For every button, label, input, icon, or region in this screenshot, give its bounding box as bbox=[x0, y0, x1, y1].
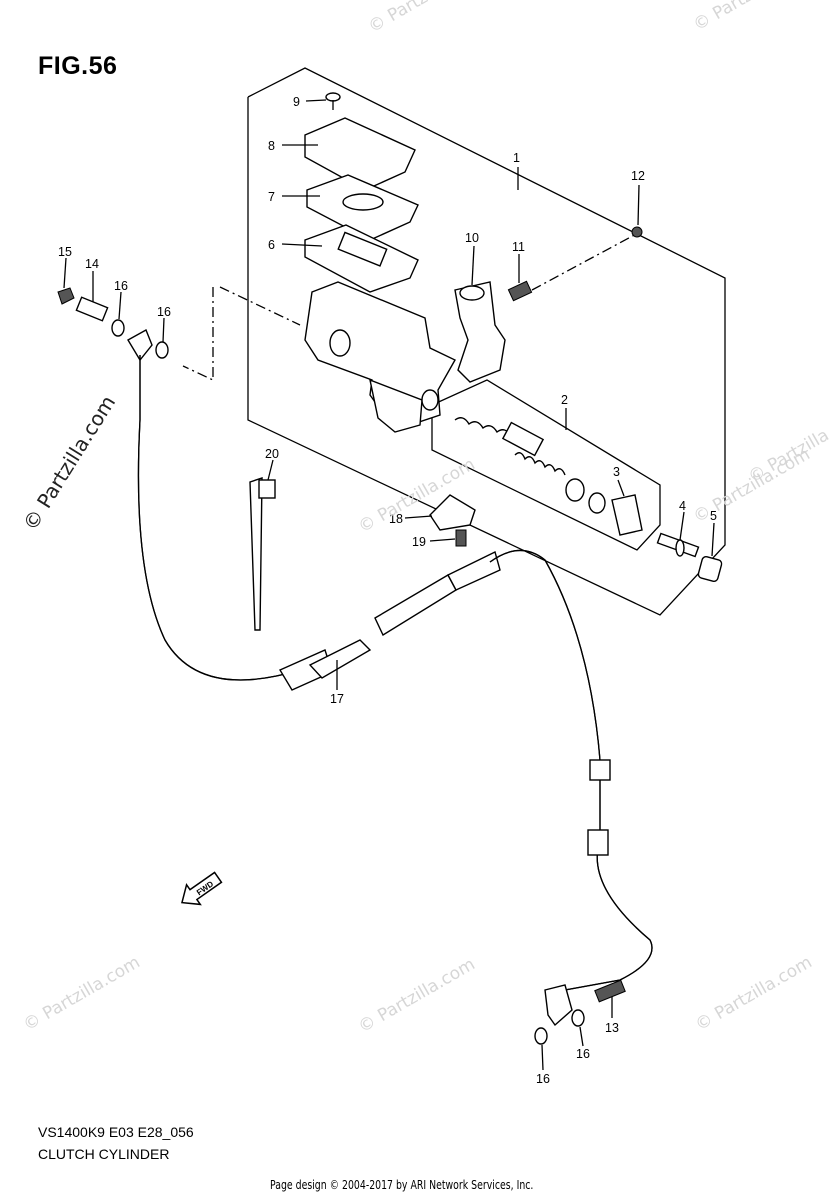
piston-kit-box-outline bbox=[431, 379, 661, 551]
hose-route-line-2 bbox=[219, 286, 301, 326]
callout-17: 17 bbox=[330, 692, 344, 706]
leader-lines bbox=[63, 99, 715, 1071]
cable-tie bbox=[249, 477, 263, 631]
pipe-joint bbox=[447, 551, 501, 591]
callout-19: 19 bbox=[412, 535, 426, 549]
piston bbox=[501, 421, 545, 457]
callout-10: 10 bbox=[465, 231, 479, 245]
dust-boot bbox=[611, 494, 643, 536]
body-mount bbox=[369, 378, 423, 433]
callout-labels: 1 2 3 4 5 6 7 8 9 10 11 12 13 14 15 16 1… bbox=[58, 95, 717, 1086]
callout-16-b: 16 bbox=[157, 305, 171, 319]
assembly-box-outline bbox=[247, 67, 726, 616]
callout-16-d: 16 bbox=[536, 1072, 550, 1086]
callout-6: 6 bbox=[268, 238, 275, 252]
clutch-pipe-inner bbox=[489, 549, 653, 991]
callout-2: 2 bbox=[561, 393, 568, 407]
bore-opening bbox=[421, 389, 439, 411]
clutch-hose-inner bbox=[137, 355, 301, 681]
callout-3: 3 bbox=[613, 465, 620, 479]
callout-8: 8 bbox=[268, 139, 275, 153]
hose-clamp bbox=[429, 494, 476, 531]
cap-plate-ring bbox=[342, 193, 384, 211]
callout-11: 11 bbox=[512, 240, 525, 254]
callout-12: 12 bbox=[631, 169, 645, 183]
banjo-bolt bbox=[75, 296, 109, 322]
model-code: VS1400K9 E03 E28_056 bbox=[38, 1124, 194, 1140]
callout-4: 4 bbox=[679, 499, 686, 513]
lower-banjo-bolt bbox=[594, 979, 626, 1003]
clamp-bolt bbox=[507, 280, 533, 302]
return-spring bbox=[454, 417, 512, 437]
washer-lower bbox=[155, 341, 169, 359]
diaphragm-bellows bbox=[337, 231, 388, 267]
clamp-bore bbox=[459, 285, 485, 301]
reservoir-cap bbox=[304, 117, 416, 191]
lower-washer-2 bbox=[571, 1009, 585, 1027]
circlip bbox=[588, 492, 606, 514]
callout-1: 1 bbox=[513, 151, 520, 165]
callout-7: 7 bbox=[268, 190, 275, 204]
callout-15: 15 bbox=[58, 245, 72, 259]
pipe-grommet-2 bbox=[587, 829, 609, 856]
clutch-hose-fitting bbox=[127, 329, 153, 362]
washer-upper bbox=[111, 319, 125, 337]
hose-protector-2 bbox=[374, 574, 457, 637]
section-title: CLUTCH CYLINDER bbox=[38, 1146, 170, 1162]
footer-copyright: Page design © 2004-2017 by ARI Network S… bbox=[270, 1178, 534, 1192]
bushing bbox=[697, 555, 723, 583]
cable-tie-head bbox=[258, 479, 276, 499]
callout-16-c: 16 bbox=[576, 1047, 590, 1061]
piston-spring bbox=[514, 452, 566, 476]
pin-collar bbox=[675, 539, 685, 557]
callout-13: 13 bbox=[605, 1021, 619, 1035]
lower-banjo bbox=[544, 984, 573, 1027]
figure-title: FIG.56 bbox=[38, 52, 118, 80]
callout-14: 14 bbox=[85, 257, 99, 271]
lower-washer-1 bbox=[534, 1027, 548, 1045]
clutch-hose bbox=[137, 355, 301, 681]
callout-9: 9 bbox=[293, 95, 300, 109]
body-port bbox=[329, 329, 351, 357]
master-cylinder-body bbox=[304, 281, 456, 431]
clamp-nut bbox=[631, 226, 643, 238]
hose-route-line bbox=[182, 287, 214, 382]
bleeder-cap bbox=[57, 287, 75, 305]
callout-20: 20 bbox=[265, 447, 279, 461]
callout-18: 18 bbox=[389, 512, 403, 526]
cap-screw bbox=[325, 92, 341, 102]
lever-clamp bbox=[454, 281, 506, 383]
pipe-grommet-1 bbox=[589, 759, 611, 781]
hose-protector bbox=[308, 639, 372, 679]
piston-seal bbox=[565, 478, 585, 502]
fwd-arrow-icon: FWD bbox=[181, 871, 223, 906]
callout-5: 5 bbox=[710, 509, 717, 523]
bolt-axis-line bbox=[531, 231, 641, 291]
callout-16-a: 16 bbox=[114, 279, 128, 293]
clamp-screw bbox=[455, 529, 467, 547]
